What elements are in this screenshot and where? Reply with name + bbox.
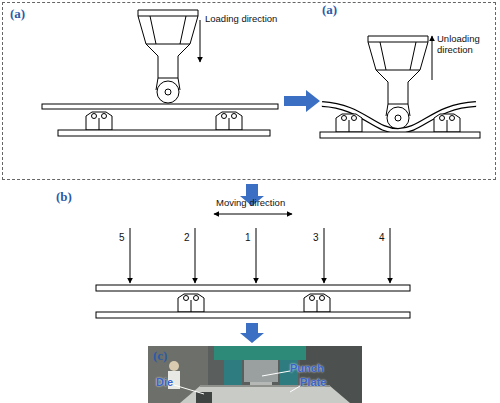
press-photo [148, 346, 362, 403]
die-symbol [304, 294, 330, 312]
bent-plate-fill [322, 104, 476, 131]
punch-symbol [368, 36, 428, 129]
unloading-arrow [432, 36, 433, 80]
leader-line [174, 385, 204, 394]
callout-number: 4 [379, 232, 389, 244]
callout-number: 2 [184, 232, 194, 244]
die-symbol [178, 294, 204, 312]
callout-number: 1 [245, 232, 255, 244]
leader-line [290, 386, 300, 392]
punch-symbol [138, 10, 198, 103]
die-symbol [86, 112, 112, 130]
process-arrow [284, 90, 320, 112]
flat-plate [96, 285, 410, 291]
direction-label: Loading direction [205, 14, 300, 25]
base-plate [96, 312, 410, 318]
flat-plate [42, 104, 278, 109]
part-label: Punch [290, 362, 335, 375]
base-plate [320, 132, 480, 138]
moving-arrow [214, 214, 292, 215]
press-arrow [195, 228, 196, 283]
die-symbol [434, 114, 460, 132]
dashed-panel: (a) [2, 2, 496, 180]
loading-arrow [200, 20, 201, 62]
press-arrow [130, 228, 131, 283]
bent-plate [322, 104, 476, 131]
photo-panel: (c) [148, 346, 362, 403]
part-label: Plate [300, 376, 345, 389]
leader-line [262, 371, 290, 376]
base-plate [58, 130, 270, 136]
press-arrow [390, 228, 391, 283]
part-label: Die [156, 376, 186, 389]
panel-label: (a) [322, 3, 352, 18]
callout-number: 5 [119, 232, 129, 244]
panel-label: (b) [56, 190, 86, 205]
die-symbol [336, 114, 362, 132]
direction-label: Moving direction [216, 198, 316, 209]
die-symbol [216, 112, 242, 130]
press-arrow [324, 228, 325, 283]
process-arrow [240, 323, 264, 343]
panel-label: (a) [10, 6, 25, 22]
panel-label: (c) [153, 348, 167, 364]
direction-label: Unloading direction [437, 34, 497, 56]
callout-number: 3 [313, 232, 323, 244]
press-arrow [256, 228, 257, 283]
